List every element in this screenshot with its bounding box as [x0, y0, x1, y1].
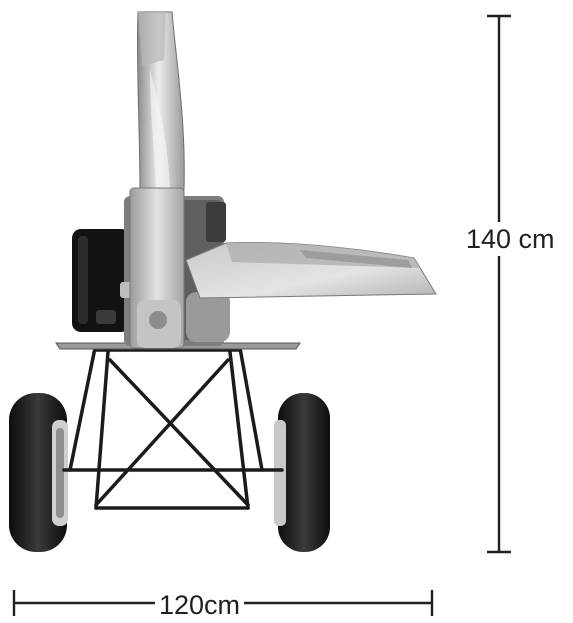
width-dimension-label: 120cm [155, 590, 245, 620]
right-wheel [274, 393, 330, 552]
discharge-chute [136, 11, 185, 197]
left-wheel [9, 393, 68, 552]
feed-hopper [185, 242, 437, 299]
height-dimension-line [487, 14, 511, 554]
height-dimension-label: 140 cm [466, 222, 555, 256]
chipper-housing [129, 187, 185, 349]
engine-cover [72, 229, 130, 332]
stand-frame [62, 346, 284, 510]
